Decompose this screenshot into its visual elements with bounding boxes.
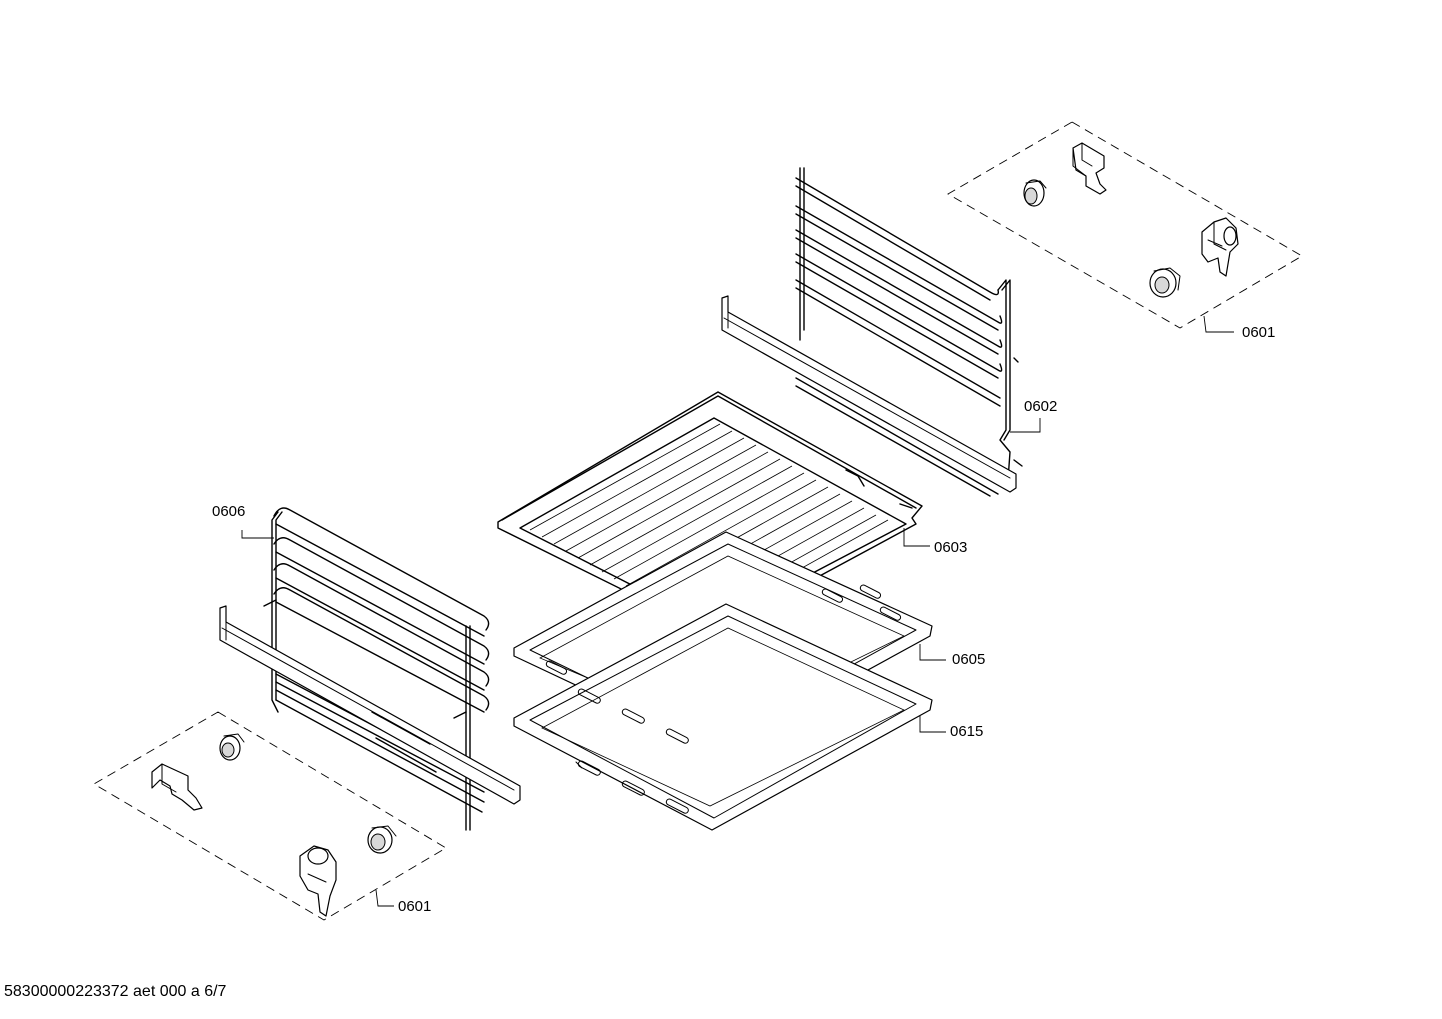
parts-group-0601-top: [947, 121, 1303, 333]
bracket-clip-top: [1072, 142, 1107, 195]
bracket-clip-bottom: [151, 763, 203, 811]
tray-slots-lower: [577, 688, 689, 814]
side-rack-left: [219, 507, 521, 831]
lamp-holder-clip-top: [1201, 217, 1239, 277]
callout-0605: 0605: [952, 651, 986, 668]
callout-0606: 0606: [212, 503, 246, 520]
grommet-bottom: [367, 825, 397, 854]
callout-0601-top: 0601: [1242, 324, 1276, 341]
parts-group-0601-bottom: [93, 711, 447, 921]
telescopic-rail-right: [721, 295, 1017, 493]
callout-0603: 0603: [934, 539, 968, 556]
rack-rails-right: [795, 177, 1003, 497]
bushing-bottom-1: [219, 733, 245, 761]
bushing-top: [1023, 179, 1047, 207]
document-code: 58300000223372 aet 000 a 6/7: [4, 983, 227, 1000]
callout-0601-bottom: 0601: [398, 898, 432, 915]
rack-rails-left: [273, 507, 490, 813]
telescopic-rail-left: [219, 605, 521, 805]
baking-tray-lower: [513, 603, 946, 831]
grommet-top: [1149, 267, 1181, 298]
lamp-holder-clip-bottom: [299, 845, 337, 917]
callout-0615: 0615: [950, 723, 984, 740]
callout-0602: 0602: [1024, 398, 1058, 415]
side-rack-right: [721, 167, 1041, 497]
